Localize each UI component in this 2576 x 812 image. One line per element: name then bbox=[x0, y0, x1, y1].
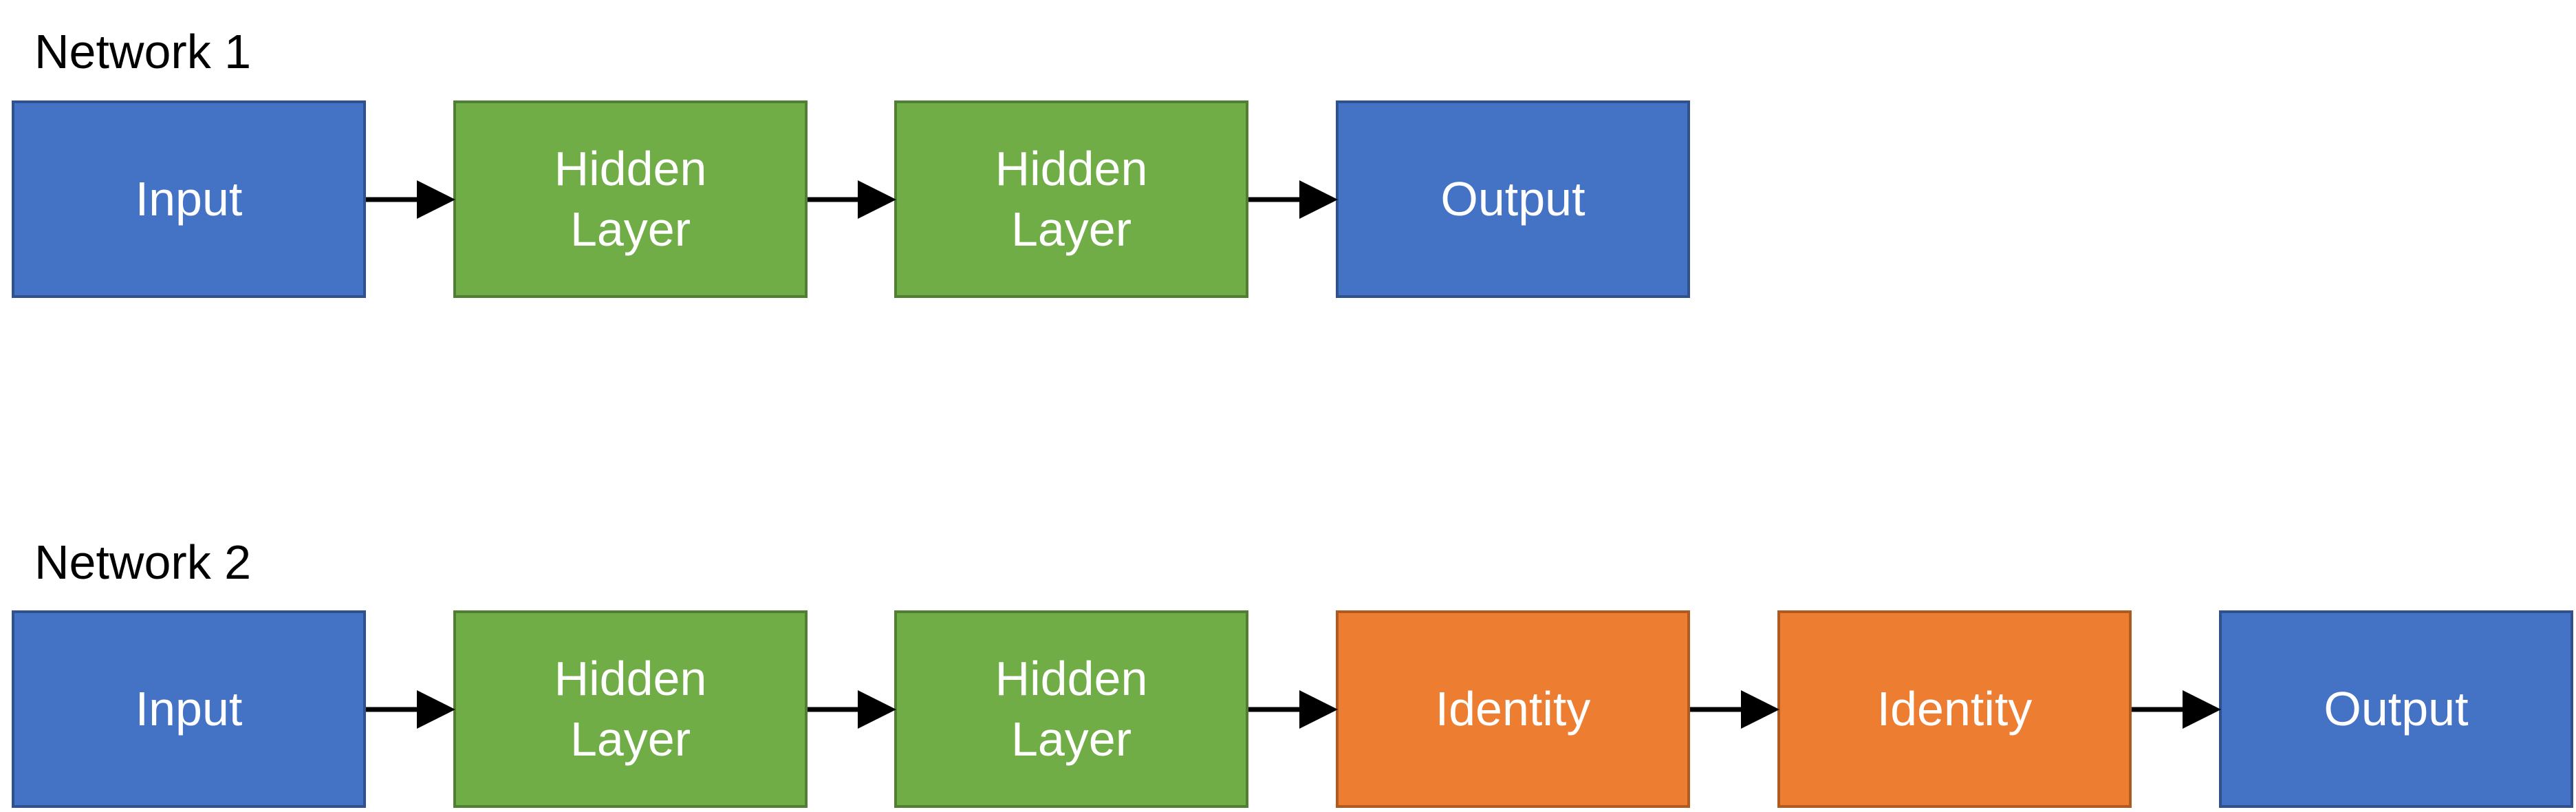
network-2-output-node: Output bbox=[2219, 610, 2573, 808]
network-1-hidden-layer-1-label: Hidden Layer bbox=[554, 142, 707, 256]
network-2-identity-2-label: Identity bbox=[1876, 681, 2033, 736]
network-2-identity-1-node: Identity bbox=[1336, 610, 1690, 808]
network-1-title: Network 1 bbox=[34, 25, 252, 78]
network-2-input-node: Input bbox=[12, 610, 366, 808]
network-1-output-node: Output bbox=[1336, 100, 1690, 298]
network-2-title: Network 2 bbox=[34, 535, 252, 589]
network-2-hidden-layer-1-node: Hidden Layer bbox=[453, 610, 808, 808]
network-2-hidden-layer-2-node: Hidden Layer bbox=[894, 610, 1248, 808]
network-1-output-label: Output bbox=[1440, 171, 1585, 226]
network-2-identity-2-node: Identity bbox=[1777, 610, 2132, 808]
network-1-hidden-layer-1-node: Hidden Layer bbox=[453, 100, 808, 298]
network-2-identity-1-label: Identity bbox=[1435, 681, 1591, 736]
network-1-hidden-layer-2-label: Hidden Layer bbox=[995, 142, 1148, 256]
network-2-hidden-layer-2-label: Hidden Layer bbox=[995, 652, 1148, 766]
network-1-input-label: Input bbox=[135, 171, 243, 226]
network-1-input-node: Input bbox=[12, 100, 366, 298]
network-2-input-label: Input bbox=[135, 681, 243, 736]
network-2-hidden-layer-1-label: Hidden Layer bbox=[554, 652, 707, 766]
network-2-output-label: Output bbox=[2324, 681, 2469, 736]
network-1-hidden-layer-2-node: Hidden Layer bbox=[894, 100, 1248, 298]
